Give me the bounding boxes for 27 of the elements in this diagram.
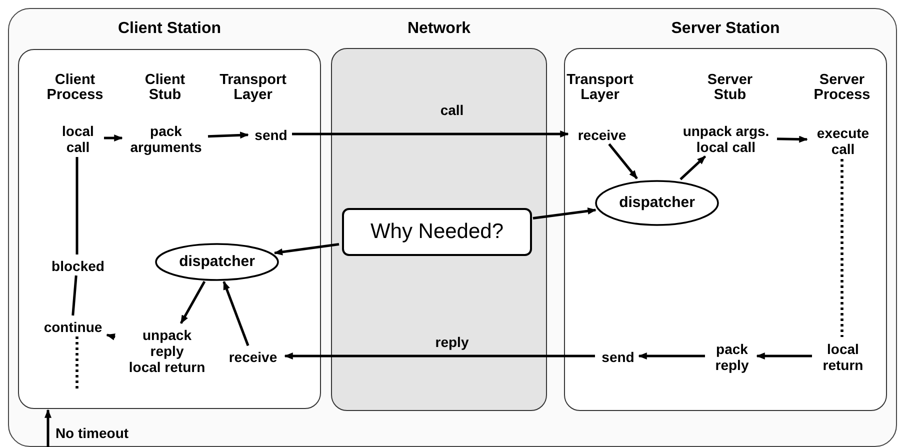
step-label: pack arguments bbox=[125, 122, 207, 156]
step-label: pack reply bbox=[708, 340, 756, 374]
step-label: continue bbox=[40, 318, 106, 336]
step-label: unpack args. bbox=[682, 123, 770, 139]
step-label: execute call bbox=[810, 124, 876, 158]
station-title: Client Station bbox=[116, 19, 222, 39]
ellipse-node: dispatcher bbox=[595, 180, 719, 226]
step-label: send bbox=[251, 126, 291, 144]
column-heading: Transport Layer bbox=[566, 73, 634, 103]
column-heading: Client Stub bbox=[144, 73, 186, 103]
step-label: receive bbox=[571, 126, 633, 144]
ellipse-node: dispatcher bbox=[155, 243, 279, 281]
step-label: receive bbox=[222, 348, 284, 366]
station-title: Server Station bbox=[670, 19, 781, 39]
step-label: local call bbox=[695, 139, 757, 155]
column-heading: Server Process bbox=[812, 73, 872, 103]
step-label: blocked bbox=[46, 258, 110, 274]
step-label: send bbox=[598, 348, 638, 366]
column-heading: Client Process bbox=[46, 73, 104, 103]
station-title: Network bbox=[406, 19, 472, 39]
step-label: local return bbox=[815, 340, 871, 374]
callout-box: Why Needed? bbox=[342, 208, 532, 256]
step-label: local return bbox=[128, 359, 206, 375]
column-heading: Server Stub bbox=[706, 73, 754, 103]
outer-frame bbox=[8, 8, 897, 447]
column-heading: Transport Layer bbox=[218, 73, 288, 103]
step-label: local call bbox=[53, 122, 103, 156]
